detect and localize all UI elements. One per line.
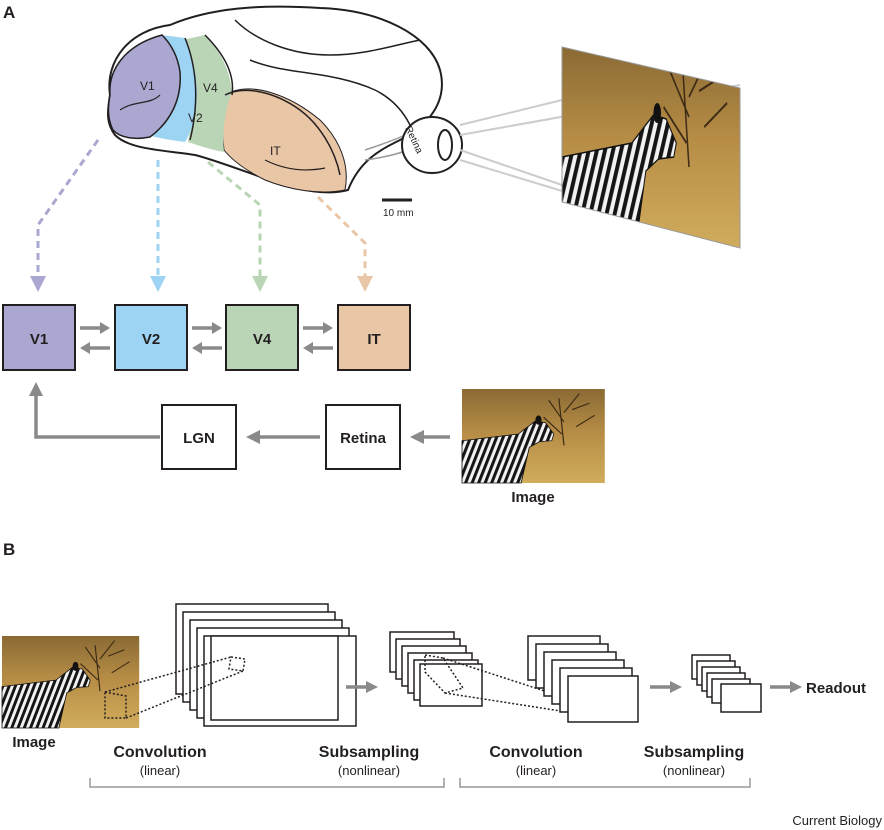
brain-label-it: IT bbox=[270, 144, 281, 158]
brain-region-v1 bbox=[107, 34, 181, 140]
eye-illustration: Retina bbox=[364, 116, 463, 174]
scale-bar-label: 10 mm bbox=[383, 208, 414, 219]
stage2-pool-sub: (nonlinear) bbox=[663, 763, 725, 778]
pathway-image-label: Image bbox=[511, 489, 554, 506]
box-lgn-label: LGN bbox=[183, 430, 215, 447]
box-v1 bbox=[2, 304, 76, 371]
panel-b-label: B bbox=[3, 540, 15, 559]
box-v4-label: V4 bbox=[253, 331, 272, 348]
journal-credit: Current Biology bbox=[792, 813, 882, 828]
stage2-bracket bbox=[459, 778, 751, 788]
pathway-arrows bbox=[29, 322, 450, 444]
box-v1-label: V1 bbox=[30, 331, 48, 348]
conv2-receptive-field bbox=[424, 654, 598, 715]
stage2-pool-label: Subsampling bbox=[644, 744, 744, 761]
conv1-feature-maps bbox=[175, 603, 357, 727]
box-v2 bbox=[114, 304, 188, 371]
stage2-conv-label: Convolution bbox=[489, 744, 582, 761]
box-lgn bbox=[161, 404, 237, 470]
readout-label: Readout bbox=[806, 680, 866, 697]
box-it bbox=[337, 304, 411, 371]
stage2-conv-sub: (linear) bbox=[516, 763, 556, 778]
pool2-feature-maps bbox=[691, 654, 762, 713]
cnn-input-image bbox=[1, 635, 140, 729]
brain-region-v2 bbox=[148, 35, 197, 142]
area-mapping-arrows bbox=[30, 139, 373, 292]
brain-label-v4: V4 bbox=[203, 81, 218, 95]
brain-illustration: V1 V2 V4 IT bbox=[107, 5, 443, 194]
stage1-conv-label: Convolution bbox=[113, 744, 206, 761]
stage1-conv-sub: (linear) bbox=[140, 763, 180, 778]
box-v4 bbox=[225, 304, 299, 371]
box-retina bbox=[325, 404, 401, 470]
brain-region-v4 bbox=[182, 35, 232, 152]
stage1-bracket bbox=[89, 778, 445, 788]
box-v2-label: V2 bbox=[142, 331, 160, 348]
box-it-label: IT bbox=[367, 331, 380, 348]
panel-a-label: A bbox=[3, 3, 15, 22]
cnn-image-label: Image bbox=[12, 734, 55, 751]
conv2-feature-maps bbox=[527, 635, 639, 723]
box-retina-label: Retina bbox=[340, 430, 387, 447]
conv1-receptive-field bbox=[104, 656, 246, 719]
brain-label-v1: V1 bbox=[140, 79, 155, 93]
zebra-image-perspective bbox=[561, 46, 741, 249]
brain-label-v2: V2 bbox=[188, 111, 203, 125]
stage1-pool-label: Subsampling bbox=[319, 744, 419, 761]
ventral-stream-boxes: V1 V2 V4 IT bbox=[2, 304, 411, 371]
pool1-feature-maps bbox=[389, 631, 483, 707]
pathway-zebra-image bbox=[461, 388, 606, 484]
brain-region-it bbox=[221, 88, 347, 193]
stage1-pool-sub: (nonlinear) bbox=[338, 763, 400, 778]
